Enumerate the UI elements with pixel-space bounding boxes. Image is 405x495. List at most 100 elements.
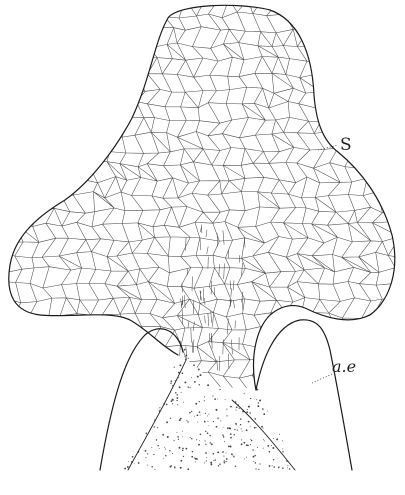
tissue-dot (225, 385, 227, 387)
tissue-dot (249, 412, 250, 413)
tissue-dot (268, 345, 270, 347)
tissue-dot (179, 447, 181, 449)
tissue-dot (130, 340, 131, 341)
tissue-dot (157, 396, 158, 397)
tissue-dot (176, 394, 177, 395)
tissue-dot (217, 352, 218, 353)
tissue-dot (125, 449, 126, 450)
tissue-dot (170, 382, 171, 383)
tissue-dot (143, 409, 144, 410)
tissue-dot (227, 409, 228, 410)
tissue-dot (292, 422, 293, 423)
tissue-dot (132, 456, 134, 458)
tissue-dot (241, 428, 242, 429)
tissue-dot (225, 461, 226, 462)
tissue-dot (156, 407, 157, 408)
tissue-dot (153, 454, 154, 455)
tissue-dot (120, 455, 122, 457)
tissue-dot (121, 429, 122, 430)
tissue-dot (288, 374, 290, 376)
tissue-dot (154, 469, 155, 470)
tissue-dot (131, 404, 132, 405)
tissue-dot (163, 384, 164, 385)
tissue-dot (257, 405, 259, 407)
tissue-dot (151, 466, 153, 468)
tissue-dot (254, 418, 256, 420)
tissue-dot (222, 380, 223, 381)
tissue-dot (189, 349, 190, 350)
tissue-dot (134, 463, 135, 464)
tissue-dot (189, 412, 191, 414)
tissue-dot (242, 431, 243, 432)
tissue-dot (191, 456, 193, 458)
tissue-dot (298, 407, 299, 408)
tissue-dot (246, 411, 248, 413)
tissue-dot (177, 436, 179, 438)
tissue-dot (144, 342, 145, 343)
tissue-dot (144, 360, 145, 361)
tissue-dot (287, 354, 289, 356)
tissue-dot (204, 421, 205, 422)
tissue-dot (291, 443, 292, 444)
central-elongated-cells (180, 225, 245, 371)
right-appendage-outline (256, 320, 352, 470)
tissue-dot (147, 425, 149, 427)
tissue-dot (184, 356, 185, 357)
tissue-dot (257, 447, 258, 448)
tissue-dot (290, 342, 291, 343)
tissue-dot (199, 440, 200, 441)
tissue-dot (205, 444, 206, 445)
tissue-dot (191, 377, 192, 378)
tissue-dot (128, 341, 129, 342)
tissue-dot (276, 438, 278, 440)
tissue-dot (257, 352, 258, 353)
tissue-dot (123, 350, 124, 351)
tissue-dot (163, 458, 164, 459)
tissue-dot (204, 462, 205, 463)
tissue-dot (256, 427, 257, 428)
tissue-dot (243, 392, 245, 394)
tissue-dot (204, 396, 205, 397)
tissue-dot (194, 457, 195, 458)
tissue-dot (151, 398, 153, 400)
tissue-dot (184, 381, 186, 383)
tissue-dot (141, 342, 143, 344)
tissue-dot (186, 448, 188, 450)
tissue-dot (285, 421, 286, 422)
tissue-dot (266, 391, 268, 393)
tissue-dot (209, 351, 210, 352)
tissue-dot (205, 452, 207, 454)
tissue-dot (141, 438, 142, 439)
tissue-dot (200, 374, 202, 376)
tissue-dot (273, 355, 274, 356)
tissue-dot (290, 416, 291, 417)
tissue-dot (195, 350, 197, 352)
tissue-dot (127, 386, 128, 387)
tissue-dot (257, 348, 258, 349)
tissue-dot (217, 398, 218, 399)
tissue-dot (180, 418, 182, 420)
tissue-dot (165, 384, 166, 385)
tissue-dot (279, 433, 281, 435)
tissue-dot (252, 449, 253, 450)
tissue-dot (223, 451, 224, 452)
tissue-dot (151, 447, 152, 448)
tissue-dot (263, 413, 265, 415)
tissue-dot (128, 432, 130, 434)
tissue-dot (162, 434, 164, 436)
tissue-dot (260, 367, 261, 368)
tissue-dot (283, 397, 285, 399)
tissue-dot (282, 451, 283, 452)
tissue-dot (174, 467, 175, 468)
tissue-dot (141, 426, 142, 427)
tissue-dot (197, 358, 198, 359)
tissue-dot (251, 440, 252, 441)
tissue-dot (257, 344, 258, 345)
tissue-dot (279, 466, 280, 467)
tissue-dot (230, 446, 232, 448)
tissue-dot (247, 409, 248, 410)
tissue-dot (217, 417, 219, 419)
tissue-dot (220, 420, 221, 421)
tissue-dot (200, 434, 202, 436)
tissue-dot (167, 375, 169, 377)
